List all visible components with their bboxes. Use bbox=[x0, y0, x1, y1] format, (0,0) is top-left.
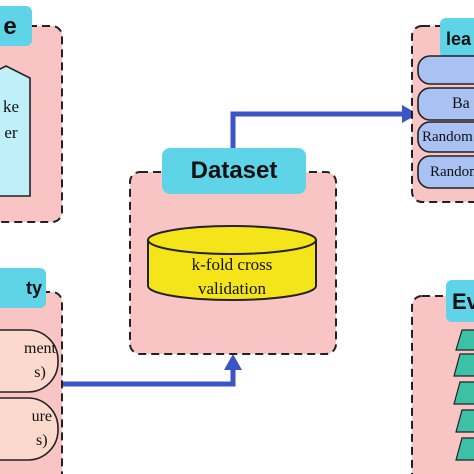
dataset-header-text: Dataset bbox=[190, 157, 278, 184]
top-left-item-text: ke er bbox=[2, 97, 20, 142]
bottom-left-header-text: ty bbox=[25, 277, 42, 298]
top-right-item-2: Random bbox=[422, 128, 473, 145]
bottom-left-panel bbox=[0, 268, 63, 474]
top-right-item-3: Random bbox=[430, 163, 474, 180]
top-right-panel bbox=[411, 18, 474, 203]
arrow-bottomleft-to-dataset bbox=[60, 354, 242, 387]
dataset-cylinder-text: k-fold cross validation bbox=[191, 255, 273, 298]
top-left-header-text: e bbox=[3, 13, 17, 40]
top-right-item-1: Ba bbox=[452, 95, 470, 112]
dataset-panel bbox=[129, 148, 337, 355]
top-right-header-text: lea bbox=[446, 28, 472, 49]
bottom-right-panel bbox=[411, 280, 474, 474]
bottom-left-item-1: ment s) bbox=[24, 340, 56, 381]
bottom-left-item-2: ure s) bbox=[31, 408, 52, 449]
bottom-right-header-text: Ev bbox=[452, 289, 474, 314]
top-left-panel bbox=[0, 6, 63, 223]
